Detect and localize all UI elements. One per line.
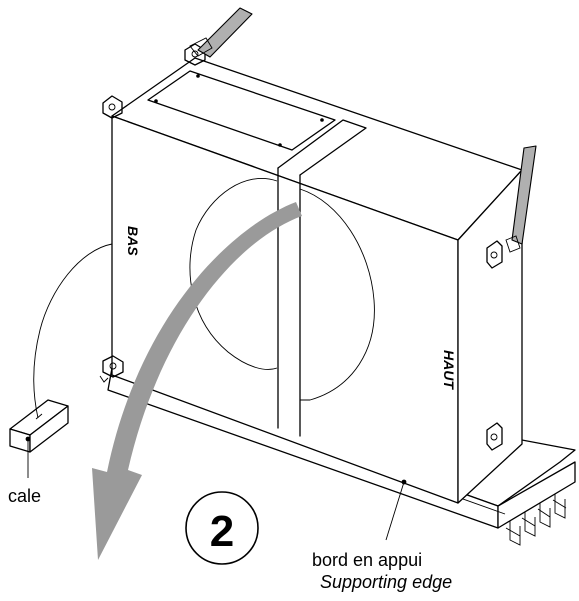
right-strap: [511, 145, 537, 245]
supporting-edge-label-en: Supporting edge: [320, 572, 452, 592]
step-number: 2: [210, 507, 234, 556]
unit-body: [99, 43, 523, 504]
lifting-straps: [189, 7, 537, 253]
left-strap: [197, 7, 253, 58]
bottom-side-label: BAS: [125, 226, 141, 256]
top-side-label: HAUT: [441, 350, 457, 390]
supporting-edge-leader: [385, 481, 405, 541]
tilt-direction-arrow: [92, 202, 302, 560]
wedge-leader-line: [33, 243, 113, 419]
wedge: [9, 399, 69, 453]
wedge-label: cale: [8, 486, 41, 506]
supporting-edge-label-fr: bord en appui: [312, 550, 422, 570]
step-number-badge: 2: [185, 491, 259, 565]
